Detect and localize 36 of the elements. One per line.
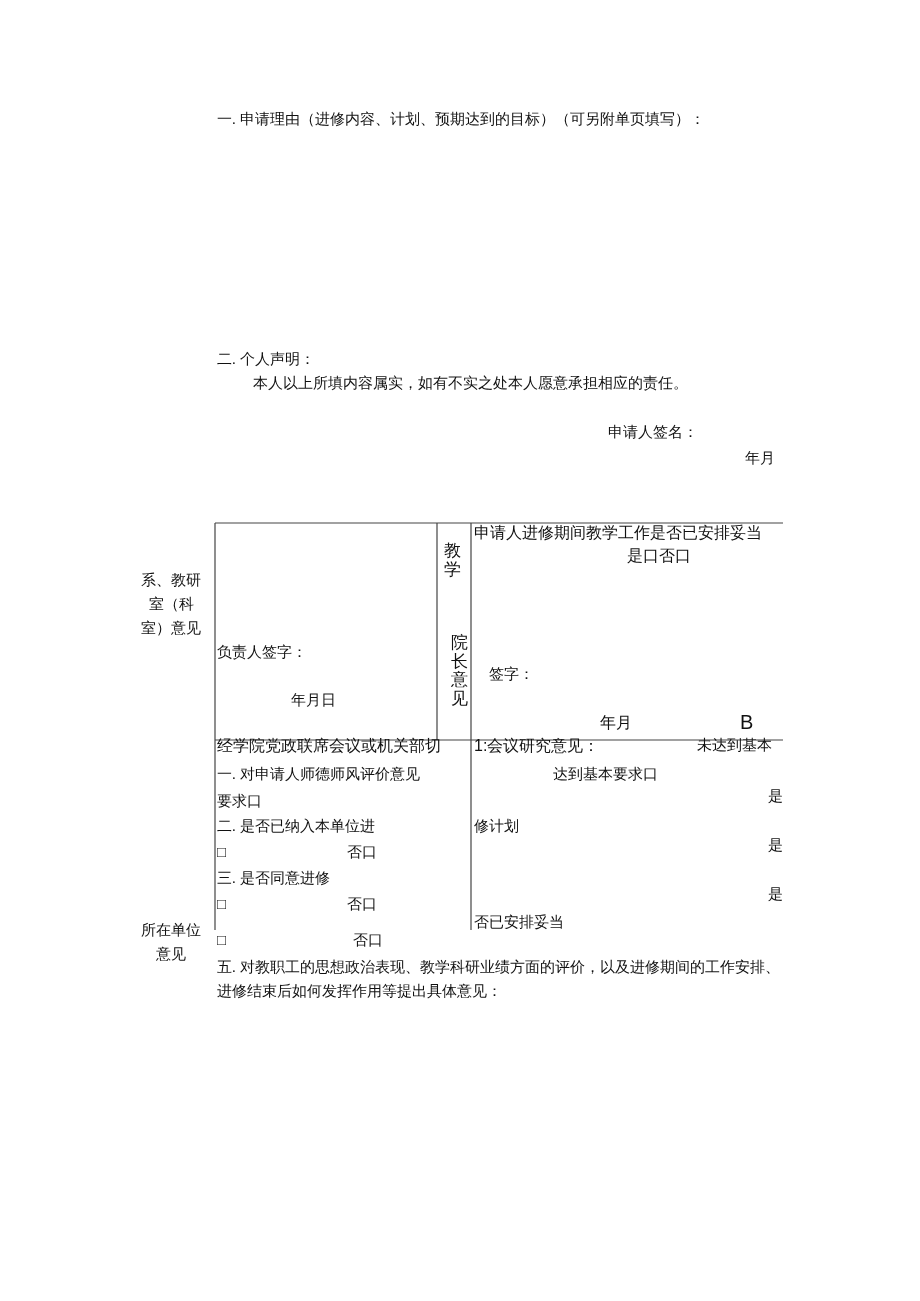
date-label: 年月: [745, 449, 775, 468]
choice-text: 要求口: [217, 792, 262, 811]
date-label: 年月: [600, 713, 632, 733]
row-header: 系、教研室（科室）意见: [140, 571, 202, 638]
choice-text: 是: [768, 885, 783, 904]
choice-text: 否口: [347, 843, 377, 862]
section-heading: 一. 申请理由（进修内容、计划、预期达到的目标）（可另附单页填写）：: [217, 110, 705, 129]
choice-text: 是: [768, 787, 783, 806]
checkbox-icon: □: [217, 843, 227, 863]
question-text: 申请人进修期间教学工作是否已安排妥当: [474, 523, 762, 543]
signature-label: 申请人签名：: [608, 423, 698, 442]
question-text: 二. 是否已纳入本单位进: [217, 817, 375, 836]
column-header: 院长意见: [451, 634, 468, 709]
choice-text: 未达到基本: [697, 736, 772, 755]
declaration-text: 本人以上所填内容属实，如有不实之处本人愿意承担相应的责任。: [253, 374, 688, 393]
question-text: 一. 对申请人师德师风评价意见: [217, 765, 420, 784]
choice-text: 否口: [347, 895, 377, 914]
section-heading: 二. 个人声明：: [217, 350, 315, 369]
choice-text: 达到基本要求口: [553, 765, 658, 784]
column-header: 教学: [444, 542, 461, 580]
signature-label: 签字：: [489, 665, 534, 684]
question-text: 五. 对教职工的思想政治表现、教学科研业绩方面的评价，以及进修期间的工作安排、进修结束后如何发挥作用等提出具体意见：: [217, 958, 781, 1001]
checkbox-icon: □: [217, 895, 227, 915]
stray-letter: B: [740, 710, 754, 735]
section-heading: 1:会议研究意见：: [474, 736, 600, 756]
date-label: 年月日: [291, 691, 336, 710]
question-text: 否已安排妥当: [474, 913, 564, 932]
choice-text: 是口否口: [627, 546, 691, 566]
choice-text: 否口: [353, 931, 383, 950]
question-text: 修计划: [474, 817, 519, 836]
section-heading: 经学院党政联席会议或机关部切: [217, 736, 441, 756]
row-header: 所在单位意见: [140, 921, 202, 964]
signature-label: 负责人签字：: [217, 643, 307, 662]
question-text: 三. 是否同意进修: [217, 869, 330, 888]
checkbox-icon: □: [217, 931, 227, 951]
choice-text: 是: [768, 836, 783, 855]
